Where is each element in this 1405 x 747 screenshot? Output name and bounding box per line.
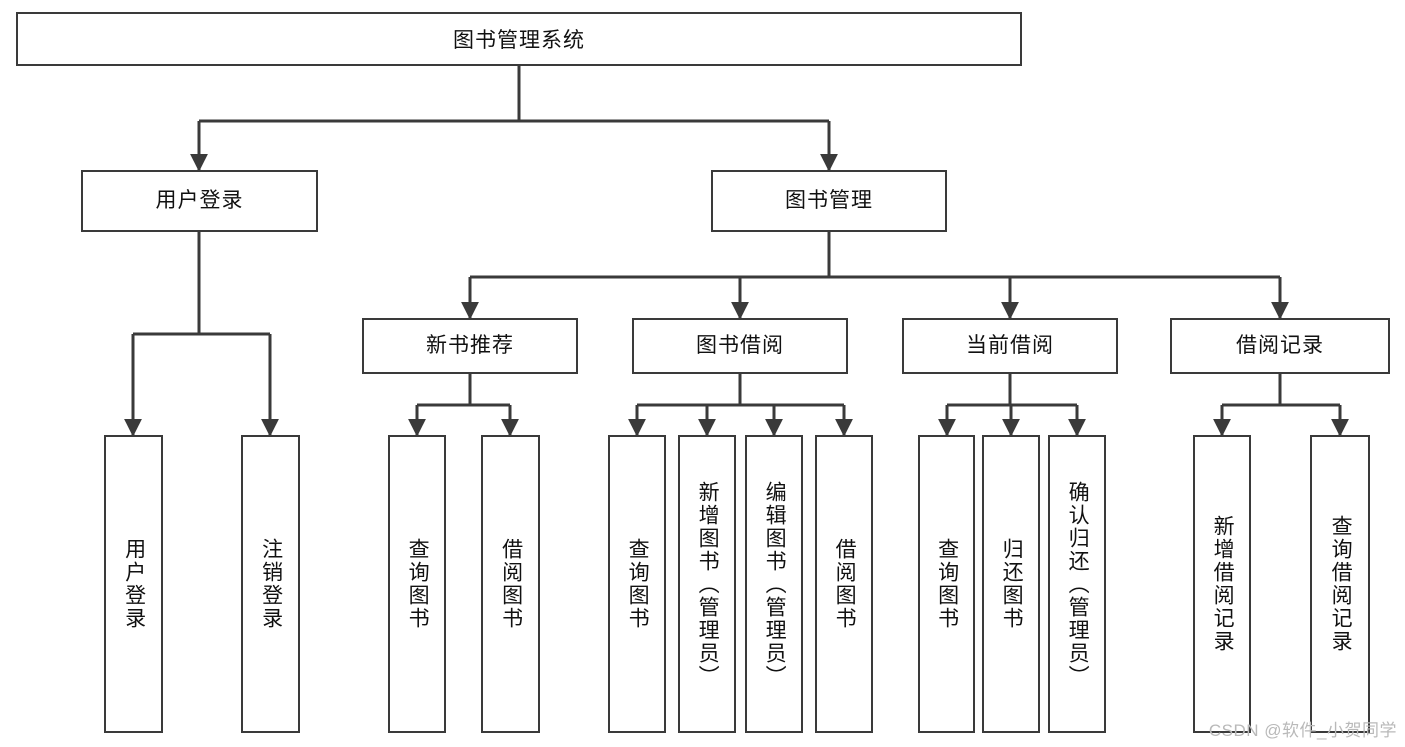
leaf-current-return-book[interactable]: 归还图书 xyxy=(982,435,1040,733)
leaf-current-return-book-label: 归还图书 xyxy=(1000,538,1024,630)
leaf-record-query-record[interactable]: 查询借阅记录 xyxy=(1310,435,1370,733)
leaf-user-login-label: 用户登录 xyxy=(122,538,146,630)
leaf-newbook-borrow-book-label: 借阅图书 xyxy=(499,538,523,630)
node-new-book-recommend[interactable]: 新书推荐 xyxy=(362,318,578,374)
leaf-user-login[interactable]: 用户登录 xyxy=(104,435,163,733)
node-book-management[interactable]: 图书管理 xyxy=(711,170,947,232)
leaf-record-add-record-label: 新增借阅记录 xyxy=(1211,515,1235,653)
node-current-borrow-label: 当前借阅 xyxy=(966,334,1054,358)
leaf-user-logout[interactable]: 注销登录 xyxy=(241,435,300,733)
node-user-login-label: 用户登录 xyxy=(155,189,244,213)
node-new-book-recommend-label: 新书推荐 xyxy=(426,334,514,358)
leaf-record-add-record[interactable]: 新增借阅记录 xyxy=(1193,435,1251,733)
csdn-watermark: CSDN @软件_小贺同学 xyxy=(1208,721,1397,740)
leaf-borrow-query-book[interactable]: 查询图书 xyxy=(608,435,666,733)
node-book-borrow[interactable]: 图书借阅 xyxy=(632,318,848,374)
leaf-borrow-borrow-book-label: 借阅图书 xyxy=(833,538,857,630)
leaf-borrow-add-book-admin-label: 新增图书（管理员） xyxy=(696,480,720,688)
leaf-borrow-edit-book-admin-label: 编辑图书（管理员） xyxy=(763,480,787,688)
leaf-newbook-query-book-label: 查询图书 xyxy=(406,538,430,630)
leaf-current-query-book[interactable]: 查询图书 xyxy=(918,435,975,733)
node-book-management-label: 图书管理 xyxy=(785,189,873,213)
node-root[interactable]: 图书管理系统 xyxy=(16,12,1022,66)
leaf-current-confirm-return-admin-label: 确认归还（管理员） xyxy=(1066,480,1090,688)
leaf-current-query-book-label: 查询图书 xyxy=(935,538,959,630)
leaf-newbook-query-book[interactable]: 查询图书 xyxy=(388,435,446,733)
leaf-borrow-add-book-admin[interactable]: 新增图书（管理员） xyxy=(678,435,736,733)
node-borrow-record[interactable]: 借阅记录 xyxy=(1170,318,1390,374)
leaf-record-query-record-label: 查询借阅记录 xyxy=(1329,515,1353,653)
node-book-borrow-label: 图书借阅 xyxy=(696,334,784,358)
leaf-borrow-query-book-label: 查询图书 xyxy=(626,538,650,630)
node-user-login[interactable]: 用户登录 xyxy=(81,170,318,232)
node-current-borrow[interactable]: 当前借阅 xyxy=(902,318,1118,374)
node-borrow-record-label: 借阅记录 xyxy=(1236,334,1324,358)
leaf-newbook-borrow-book[interactable]: 借阅图书 xyxy=(481,435,540,733)
leaf-user-logout-label: 注销登录 xyxy=(259,538,283,630)
leaf-borrow-borrow-book[interactable]: 借阅图书 xyxy=(815,435,873,733)
node-root-label: 图书管理系统 xyxy=(453,29,585,52)
leaf-current-confirm-return-admin[interactable]: 确认归还（管理员） xyxy=(1048,435,1106,733)
leaf-borrow-edit-book-admin[interactable]: 编辑图书（管理员） xyxy=(745,435,803,733)
